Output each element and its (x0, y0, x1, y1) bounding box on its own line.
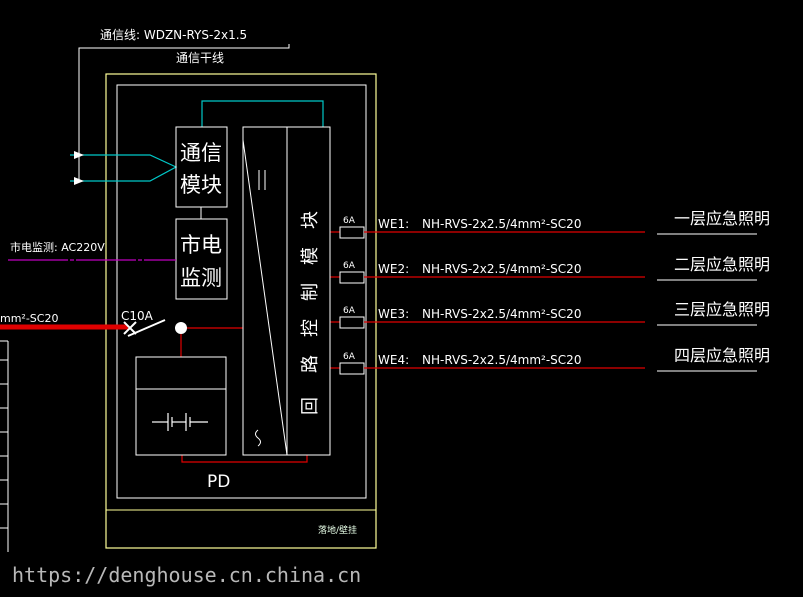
load-label-we2: 二层应急照明 (674, 255, 770, 274)
comm-trunk-wiring (78, 44, 290, 181)
loop-control-diagonal (242, 139, 288, 456)
comm-module-label-1: 通信 (180, 141, 222, 165)
comm-trunk-label: 通信干线 (176, 51, 224, 65)
mains-monitor-label-2: 监测 (180, 266, 222, 290)
circuit-we2: 6A WE2: NH-RVS-2x2.5/4mm²-SC20 二层应急照明 (339, 255, 770, 284)
loop-control-char-5: 模 (300, 247, 321, 265)
circuit-id-we4: WE4: (378, 353, 409, 367)
cable-spec-we4: NH-RVS-2x2.5/4mm²-SC20 (422, 353, 581, 367)
fuse-rating-we3: 6A (343, 306, 356, 316)
loop-control-char-2: 路 (300, 355, 321, 373)
circuit-id-we1: WE1: (378, 217, 409, 231)
cable-spec-we2: NH-RVS-2x2.5/4mm²-SC20 (422, 262, 581, 276)
circuit-we3: 6A WE3: NH-RVS-2x2.5/4mm²-SC20 三层应急照明 (339, 300, 770, 329)
loop-control-char-6: 块 (300, 211, 321, 229)
cabinet-outer-frame (105, 73, 377, 549)
circuit-we4: 6A WE4: NH-RVS-2x2.5/4mm²-SC20 四层应急照明 (339, 346, 770, 375)
loop-control-symbol (258, 170, 266, 190)
mains-monitor-box (175, 218, 228, 300)
internal-power-wiring (180, 231, 340, 463)
fuse-rating-we2: 6A (343, 261, 356, 271)
fuse-we3 (339, 316, 365, 329)
mains-monitor-source-label: 市电监测: AC220V (10, 240, 105, 254)
fuse-we1 (339, 226, 365, 239)
loop-control-char-4: 制 (300, 283, 321, 301)
breaker-c10a (123, 319, 187, 337)
incoming-cable-label: mm²-SC20 (0, 312, 58, 325)
circuit-id-we2: WE2: (378, 262, 409, 276)
circuit-we1: 6A WE1: NH-RVS-2x2.5/4mm²-SC20 一层应急照明 (339, 209, 770, 239)
power-supply-label: PD (207, 472, 230, 492)
watermark: https://denghouse.cn.china.cn (12, 563, 361, 587)
cable-spec-we1: NH-RVS-2x2.5/4mm²-SC20 (422, 217, 581, 231)
comm-arrowheads (74, 151, 84, 185)
fuse-rating-we4: 6A (343, 352, 356, 362)
loop-control-char-1: 回 (300, 397, 321, 415)
fuse-rating-we1: 6A (343, 216, 356, 226)
load-label-we3: 三层应急照明 (674, 300, 770, 319)
breaker-label: C10A (121, 309, 154, 323)
loop-control-wavy-mark (255, 429, 261, 447)
left-table-stub (0, 340, 9, 552)
fuse-we4 (339, 362, 365, 375)
mount-type-label: 落地/壁挂 (318, 524, 357, 536)
load-label-we4: 四层应急照明 (674, 346, 770, 365)
cable-spec-we3: NH-RVS-2x2.5/4mm²-SC20 (422, 307, 581, 321)
mains-monitor-label-1: 市电 (180, 233, 222, 257)
load-label-we1: 一层应急照明 (674, 209, 770, 228)
loop-control-label: 回 路 控 制 模 块 (300, 211, 321, 415)
loop-control-char-3: 控 (300, 319, 321, 337)
power-supply-box (135, 356, 227, 456)
fuse-we2 (339, 271, 365, 284)
cabinet-inner-frame (116, 84, 367, 499)
battery-icon (152, 413, 208, 431)
comm-module-label-2: 模块 (180, 173, 222, 197)
circuit-id-we3: WE3: (378, 307, 409, 321)
comm-cable-label: 通信线: WDZN-RYS-2x1.5 (100, 28, 247, 42)
